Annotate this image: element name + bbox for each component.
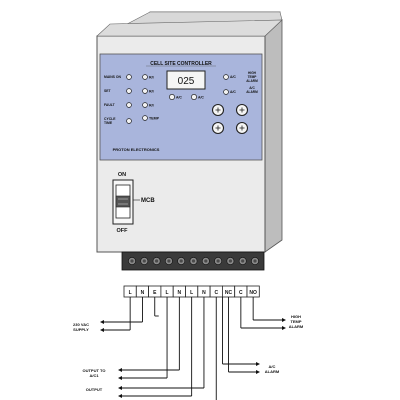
mid-led-indicator: [142, 102, 148, 108]
ac-alarm-label-line2: ALARM: [265, 369, 280, 374]
mid-button-0[interactable]: A/C: [169, 94, 182, 100]
mid-led-column: R/I R/I R/I TEMP A/C A/C: [142, 74, 204, 121]
terminal-label: N: [141, 290, 145, 296]
right-indicator-label-word: A/C: [249, 86, 255, 90]
left-led-label: TIME: [104, 121, 113, 125]
control-panel: CELL SITE CONTROLLER 025 PROTON ELECTRON…: [99, 53, 263, 161]
terminal-8: NC: [221, 285, 236, 298]
mid-led-indicator: [142, 74, 148, 80]
mid-button-1[interactable]: A/C: [191, 94, 204, 100]
right-indicator-label-word: HIGH: [248, 71, 257, 75]
mid-led-0: R/I: [142, 74, 154, 80]
left-led-indicator: [126, 102, 132, 108]
terminal-label: L: [166, 290, 169, 296]
brand-label: PROTON ELECTRONICS: [113, 147, 160, 152]
terminal-0: L: [123, 285, 137, 298]
round-button-2[interactable]: [211, 121, 225, 135]
right-indicator-label-word: ALARM: [246, 90, 258, 94]
left-led-label: MAINS ON: [104, 75, 122, 79]
output1-label-line1: OUTPUT TO: [82, 368, 105, 373]
lcd-display: [166, 70, 206, 90]
terminal-10: NO: [246, 285, 260, 298]
mid-led-indicator: [142, 88, 148, 94]
terminal-label: N: [178, 290, 182, 296]
terminal-5: L: [185, 285, 199, 298]
mid-button-label: A/C: [176, 95, 182, 99]
right-indicator-label-word: ALARM: [246, 79, 258, 83]
output2-label: OUTPUT: [86, 387, 103, 392]
right-button-grid: [211, 103, 249, 135]
output1-label-line2: A/C1: [89, 373, 99, 378]
lcd-display-value: 025: [178, 76, 195, 87]
mid-led-label: R/I: [149, 75, 154, 79]
terminal-block: [121, 251, 265, 271]
mid-button-circle[interactable]: [169, 94, 175, 100]
terminal-label: NC: [225, 290, 233, 296]
mcb-toggle[interactable]: [115, 195, 131, 208]
mid-led-label: R/I: [149, 89, 154, 93]
terminal-6: N: [197, 285, 211, 298]
high-temp-label-line3: ALARM: [289, 324, 304, 329]
right-indicator-label-word: TEMP: [248, 75, 258, 79]
left-led-label: SET: [104, 89, 112, 93]
round-button-1[interactable]: [235, 103, 249, 117]
terminal-label: E: [153, 290, 157, 296]
high-temp-label-line2: TEMP: [290, 319, 301, 324]
terminal-label: C: [239, 290, 243, 296]
terminal-label: NO: [249, 290, 257, 296]
left-led-2: FAULT: [104, 102, 132, 108]
ac-alarm-label-line1: A/C: [269, 364, 276, 369]
mcb-label: MCB: [141, 198, 155, 204]
supply-label-line2: SUPPLY: [73, 327, 89, 332]
terminal-3: L: [160, 285, 174, 298]
terminal-1: N: [135, 285, 150, 298]
mid-led-label: TEMP: [149, 116, 160, 120]
terminal-label: L: [190, 290, 193, 296]
right-indicator-tag: A/C: [230, 75, 236, 79]
mid-led-3: TEMP: [142, 115, 160, 121]
mid-button-label: A/C: [198, 95, 204, 99]
mid-button-circle[interactable]: [191, 94, 197, 100]
left-led-indicator: [126, 118, 132, 124]
mcb-on-label: ON: [118, 172, 126, 178]
mcb-breaker: ON MCB OFF: [112, 172, 155, 234]
terminal-2: E: [148, 285, 162, 298]
right-indicator-tag: A/C: [230, 90, 236, 94]
terminal-label: L: [129, 290, 132, 296]
left-led-1: SET: [104, 88, 132, 94]
terminal-7: C: [209, 285, 223, 298]
left-led-indicator: [126, 88, 132, 94]
terminal-4: N: [172, 285, 186, 298]
wiring: [100, 297, 286, 400]
round-button-3[interactable]: [235, 121, 249, 135]
terminal-label: C: [214, 290, 218, 296]
terminal-label: N: [202, 290, 206, 296]
mid-led-indicator: [142, 115, 148, 121]
high-temp-label-line1: HIGH: [291, 314, 301, 319]
mid-led-label: R/I: [149, 103, 154, 107]
left-led-label: FAULT: [104, 103, 116, 107]
supply-label-line1: 230 VAC: [73, 322, 89, 327]
enclosure-side: [264, 19, 283, 253]
terminal-9: C: [234, 285, 248, 298]
round-button-0[interactable]: [211, 103, 225, 117]
panel-title: CELL SITE CONTROLLER: [150, 61, 212, 67]
right-indicator-led: [223, 89, 229, 95]
left-led-label: CYCLE: [104, 117, 116, 121]
mid-led-1: R/I: [142, 88, 154, 94]
mcb-off-label: OFF: [117, 228, 129, 234]
mid-led-2: R/I: [142, 102, 154, 108]
wire-labels: 230 VAC SUPPLY OUTPUT TO A/C1 OUTPUT A/C…: [73, 314, 304, 392]
right-indicator-led: [223, 74, 229, 80]
enclosure-top: [96, 19, 283, 37]
left-led-0: MAINS ON: [104, 74, 132, 80]
left-led-indicator: [126, 74, 132, 80]
